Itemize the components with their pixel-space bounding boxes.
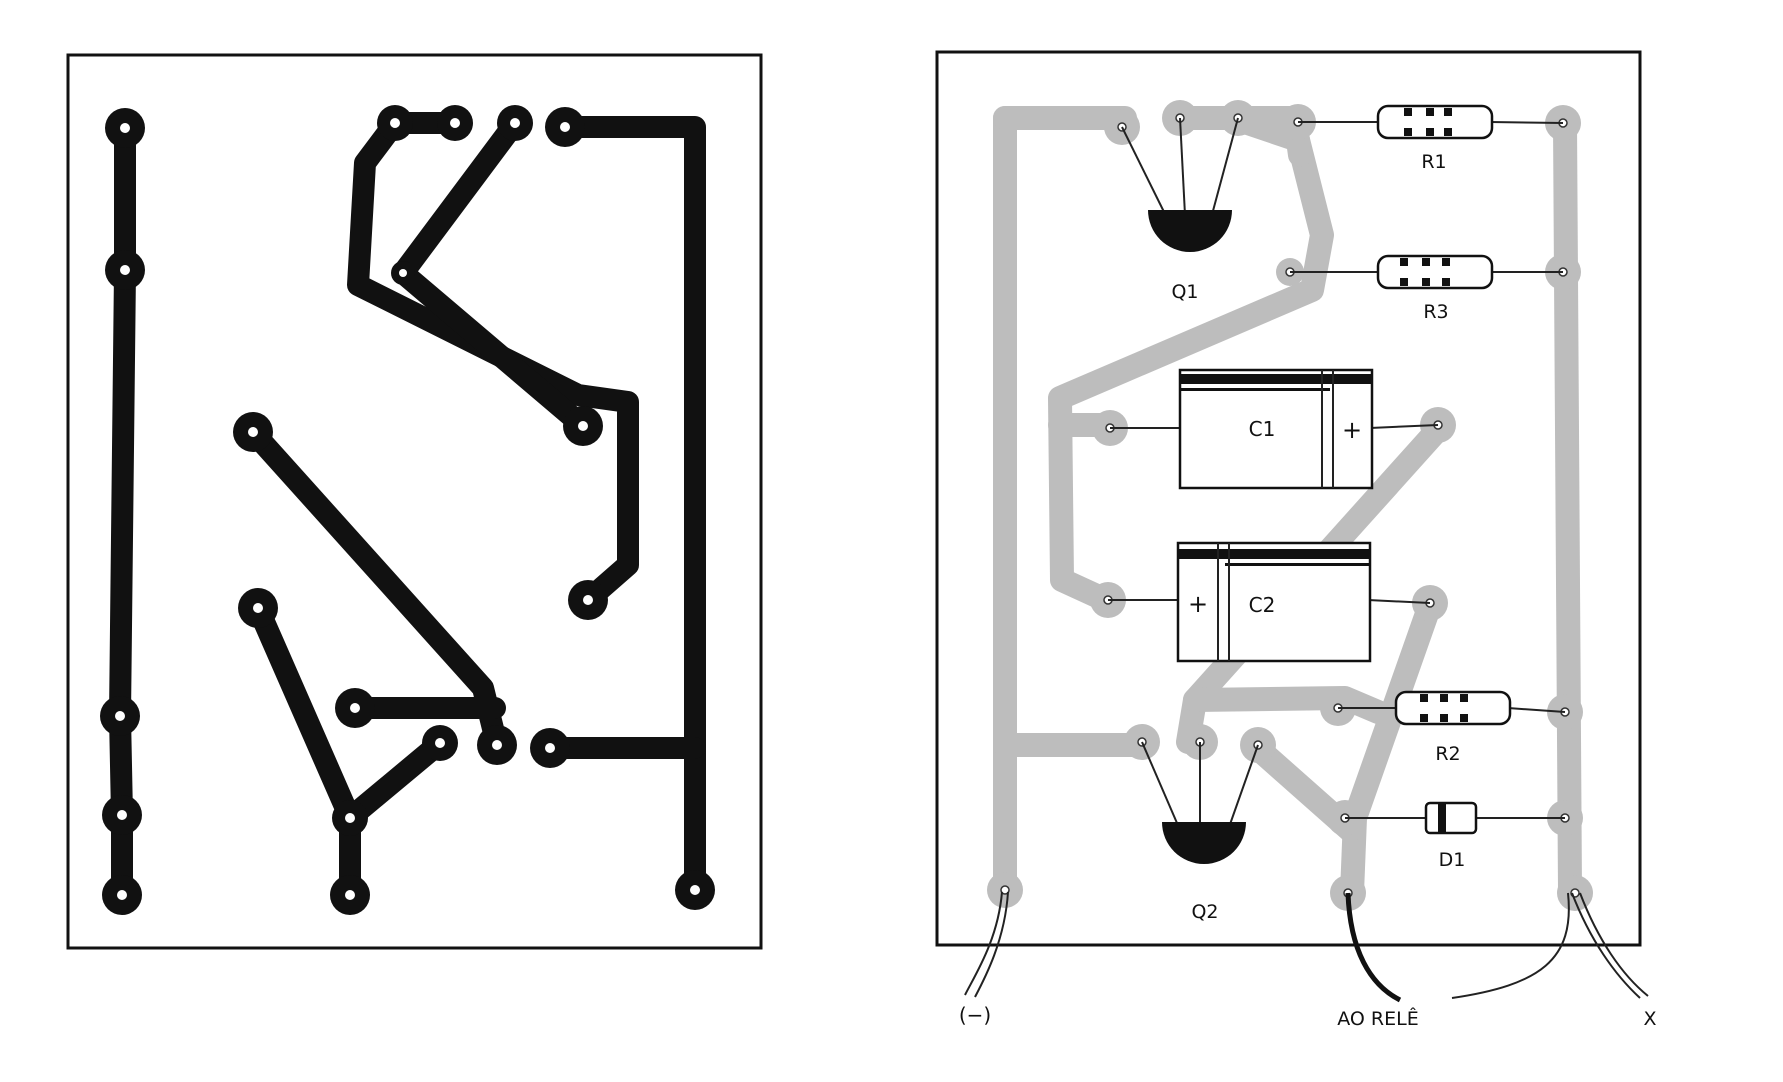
pad <box>102 875 142 915</box>
label-q2: Q2 <box>1191 901 1218 923</box>
wire-negative <box>964 891 1003 996</box>
transistor-q2: Q2 <box>1141 741 1259 923</box>
pad <box>568 580 608 620</box>
wire-relay <box>1345 892 1402 1003</box>
pad <box>497 105 533 141</box>
pad <box>335 688 375 728</box>
pad <box>391 261 415 285</box>
c2-plus-sign: + <box>1188 590 1208 618</box>
pad <box>105 108 145 148</box>
pad <box>377 105 413 141</box>
label-q1: Q1 <box>1171 281 1198 303</box>
label-c1: C1 <box>1249 417 1276 441</box>
label-x-terminal: X <box>1643 1008 1656 1030</box>
transistor-q1: Q1 <box>1121 117 1239 303</box>
pad <box>105 250 145 290</box>
left-board-outline <box>66 53 763 950</box>
external-wires <box>964 891 1649 1003</box>
pad <box>233 412 273 452</box>
pad <box>987 872 1023 908</box>
wire-negative-2 <box>974 891 1009 998</box>
pad <box>545 107 585 147</box>
component-side-layout: Q1 R1 R3 <box>935 50 1657 1030</box>
pad <box>477 725 517 765</box>
left-rail-trace <box>109 117 136 906</box>
pad <box>332 800 368 836</box>
capacitor-c2: + C2 <box>1108 541 1431 663</box>
capacitor-c1: C1 + <box>1110 368 1439 490</box>
right-board-outline <box>935 50 1642 947</box>
transistor-q1-body <box>1148 210 1232 252</box>
right-rail-trace <box>554 116 706 901</box>
pad <box>530 728 570 768</box>
pad <box>422 725 458 761</box>
pad <box>330 875 370 915</box>
label-negative-terminal: (−) <box>959 1003 991 1027</box>
right-rail-grey <box>1553 111 1582 902</box>
label-r1: R1 <box>1421 151 1446 173</box>
wire-relay-x-link <box>1451 892 1570 999</box>
resistor-r2: R2 <box>1338 690 1566 765</box>
label-c2: C2 <box>1249 593 1276 617</box>
resistor-r3: R3 <box>1290 254 1563 323</box>
label-relay-terminal: AO RELÊ <box>1337 1007 1418 1030</box>
copper-pads <box>100 105 715 915</box>
label-r3: R3 <box>1423 301 1448 323</box>
resistor-r1: R1 <box>1298 104 1564 173</box>
pad <box>563 406 603 446</box>
wire-x <box>1571 892 1641 999</box>
pad <box>102 795 142 835</box>
copper-side-layout <box>66 53 763 950</box>
pad <box>1557 875 1593 911</box>
label-d1: D1 <box>1439 849 1466 871</box>
pad <box>437 105 473 141</box>
pad <box>100 696 140 736</box>
pad <box>675 870 715 910</box>
q1-zigzag-trace <box>347 112 639 611</box>
wire-x-2 <box>1579 892 1649 997</box>
pad <box>238 588 278 628</box>
label-r2: R2 <box>1435 743 1460 765</box>
diode-d1: D1 <box>1345 801 1565 871</box>
transistor-q2-body <box>1162 822 1246 864</box>
c1-plus-sign: + <box>1342 416 1362 444</box>
